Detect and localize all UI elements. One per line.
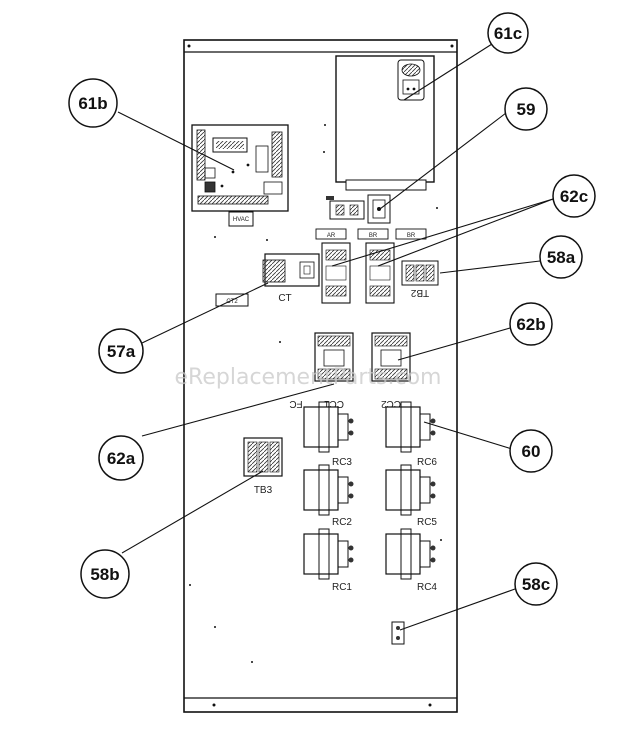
leader-lines <box>117 43 554 631</box>
callout-62b: 62b <box>509 302 553 346</box>
svg-text:57a: 57a <box>107 342 136 361</box>
cc1-label: CC1 <box>324 398 344 409</box>
callout-58c: 58c <box>514 562 558 606</box>
fuse-block <box>326 194 391 224</box>
callouts: 61c 61b 59 62c 58a 57a 62b 62a <box>68 12 596 606</box>
control-board: HVAC <box>191 124 289 227</box>
rc3-label: RC3 <box>332 457 352 468</box>
svg-text:62c: 62c <box>560 187 588 206</box>
cc2-label: CC2 <box>381 398 401 409</box>
svg-text:61b: 61b <box>78 94 107 113</box>
rc4-label: RC4 <box>417 582 437 593</box>
contactor-cc1: CC1 FC <box>289 332 354 409</box>
relay-tags: AR BR BR <box>315 228 427 240</box>
rc5-label: RC5 <box>417 517 437 528</box>
svg-text:61c: 61c <box>494 24 522 43</box>
rc1-label: RC1 <box>332 582 352 593</box>
rc2-label: RC2 <box>332 517 352 528</box>
svg-text:58a: 58a <box>547 248 576 267</box>
capacitor-rc6: RC6 <box>385 401 437 468</box>
svg-text:58c: 58c <box>522 575 550 594</box>
callout-58b: 58b <box>80 549 130 599</box>
callout-58a: 58a <box>539 235 583 279</box>
callout-59: 59 <box>504 87 548 131</box>
callout-61c: 61c <box>487 12 529 54</box>
terminal-block-tb3: TB3 <box>243 437 283 496</box>
svg-text:62a: 62a <box>107 449 136 468</box>
callout-61b: 61b <box>68 78 118 128</box>
fc-mark: FC <box>289 398 302 409</box>
ct-label: CT <box>278 293 291 304</box>
callout-60: 60 <box>509 429 553 473</box>
callout-57a: 57a <box>98 328 144 374</box>
capacitor-rc5: RC5 <box>385 464 437 528</box>
tb3-label: TB3 <box>254 485 273 496</box>
callout-62a: 62a <box>98 435 144 481</box>
relay-tag-br-2: BR <box>407 233 416 239</box>
relay-tag-ar: AR <box>327 233 336 239</box>
capacitor-rc4: RC4 <box>385 528 437 593</box>
terminal-block-tb2: TB2 <box>401 260 439 298</box>
pcb-tag-text: HVAC <box>233 217 250 223</box>
capacitor-rc3: RC3 <box>303 401 354 468</box>
current-transformer: CT CT2 <box>215 253 320 307</box>
ct2-label: CT2 <box>226 299 238 305</box>
contactor-cc2: CC2 <box>371 332 411 409</box>
vfd-drive <box>335 55 435 191</box>
tb2-label: TB2 <box>410 287 429 298</box>
svg-text:58b: 58b <box>90 565 119 584</box>
control-relays <box>321 242 395 304</box>
svg-text:60: 60 <box>522 442 541 461</box>
relay-tag-br: BR <box>369 233 378 239</box>
svg-text:59: 59 <box>517 100 536 119</box>
rc6-label: RC6 <box>417 457 437 468</box>
callout-62c: 62c <box>552 174 596 218</box>
small-terminal <box>391 621 405 645</box>
capacitor-rc1: RC1 <box>303 528 354 593</box>
svg-text:62b: 62b <box>516 315 545 334</box>
capacitor-rc2: RC2 <box>303 464 354 528</box>
watermark-text: eReplacementParts.com <box>175 365 442 390</box>
